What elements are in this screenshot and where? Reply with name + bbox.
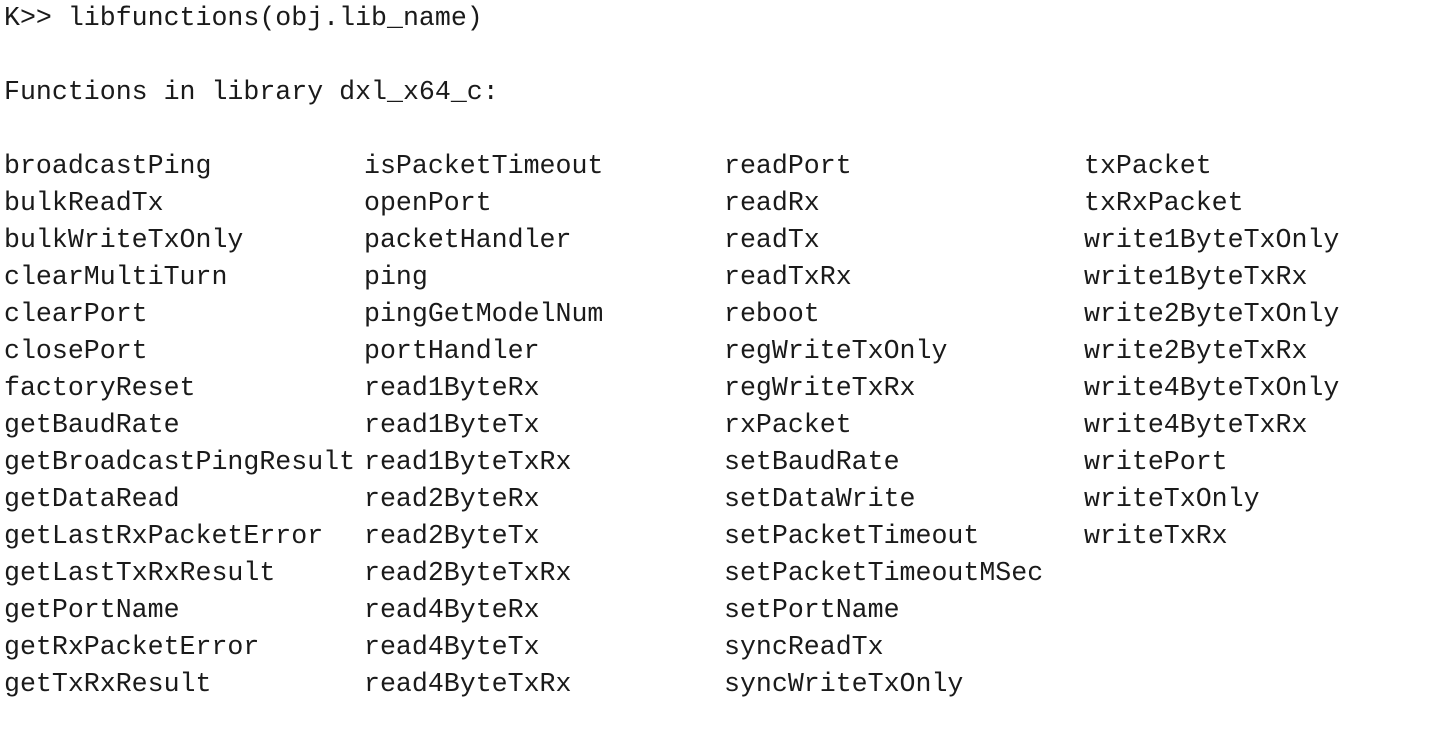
function-name: clearPort (4, 299, 148, 329)
function-column: readPort readRx readTx readTxRx reboot regWri… (724, 148, 1084, 703)
function-name: factoryReset (4, 373, 196, 403)
function-name: setDataWrite (724, 484, 916, 514)
function-list: broadcastPing bulkReadTx bulkWriteTxOnly cl… (4, 148, 1444, 703)
function-name: pingGetModelNum (364, 299, 604, 329)
function-name: syncReadTx (724, 632, 884, 662)
function-name: broadcastPing (4, 151, 212, 181)
function-name: getTxRxResult (4, 669, 212, 699)
function-name: setPacketTimeout (724, 521, 980, 551)
function-name: readTxRx (724, 262, 852, 292)
function-name: write2ByteTxRx (1084, 336, 1308, 366)
function-name: writeTxOnly (1084, 484, 1260, 514)
function-name: write4ByteTxOnly (1084, 373, 1340, 403)
function-name: write1ByteTxRx (1084, 262, 1308, 292)
function-name: read2ByteRx (364, 484, 540, 514)
function-column: isPacketTimeout openPort packetHandler ping… (364, 148, 724, 703)
function-name: read4ByteRx (364, 595, 540, 625)
function-name: write2ByteTxOnly (1084, 299, 1340, 329)
function-name: setPacketTimeoutMSec (724, 558, 1044, 588)
function-name: openPort (364, 188, 492, 218)
function-name: regWriteTxRx (724, 373, 916, 403)
function-name: syncWriteTxOnly (724, 669, 964, 699)
function-name: writePort (1084, 447, 1228, 477)
function-column: txPacket txRxPacket write1ByteTxOnly write1… (1084, 148, 1444, 703)
function-name: write1ByteTxOnly (1084, 225, 1340, 255)
function-name: ping (364, 262, 428, 292)
function-name: read4ByteTxRx (364, 669, 572, 699)
function-name: portHandler (364, 336, 540, 366)
function-name: getDataRead (4, 484, 180, 514)
function-name: getLastRxPacketError (4, 521, 324, 551)
command-window[interactable]: K>> libfunctions(obj.lib_name) Functions… (4, 0, 1444, 703)
function-name: bulkReadTx (4, 188, 164, 218)
function-name: txRxPacket (1084, 188, 1244, 218)
function-name: getLastTxRxResult (4, 558, 276, 588)
function-name: read2ByteTx (364, 521, 540, 551)
function-name: read2ByteTxRx (364, 558, 572, 588)
function-name: getRxPacketError (4, 632, 260, 662)
function-name: read4ByteTx (364, 632, 540, 662)
function-name: bulkWriteTxOnly (4, 225, 244, 255)
function-name: read1ByteRx (364, 373, 540, 403)
function-name: rxPacket (724, 410, 852, 440)
function-name: write4ByteTxRx (1084, 410, 1308, 440)
function-name: getBaudRate (4, 410, 180, 440)
function-column: broadcastPing bulkReadTx bulkWriteTxOnly cl… (4, 148, 364, 703)
function-name: writeTxRx (1084, 521, 1228, 551)
function-name: setPortName (724, 595, 900, 625)
function-name: readTx (724, 225, 820, 255)
function-name: closePort (4, 336, 148, 366)
blank-line (4, 111, 1444, 148)
blank-line (4, 37, 1444, 74)
function-name: readPort (724, 151, 852, 181)
function-name: reboot (724, 299, 820, 329)
function-name: setBaudRate (724, 447, 900, 477)
function-name: read1ByteTxRx (364, 447, 572, 477)
function-name: read1ByteTx (364, 410, 540, 440)
output-header: Functions in library dxl_x64_c: (4, 77, 499, 107)
function-name: regWriteTxOnly (724, 336, 948, 366)
function-name: isPacketTimeout (364, 151, 604, 181)
command-line[interactable]: K>> libfunctions(obj.lib_name) (4, 3, 483, 33)
function-name: readRx (724, 188, 820, 218)
function-name: getBroadcastPingResult (4, 447, 356, 477)
function-name: txPacket (1084, 151, 1212, 181)
function-name: getPortName (4, 595, 180, 625)
function-name: packetHandler (364, 225, 572, 255)
function-name: clearMultiTurn (4, 262, 228, 292)
